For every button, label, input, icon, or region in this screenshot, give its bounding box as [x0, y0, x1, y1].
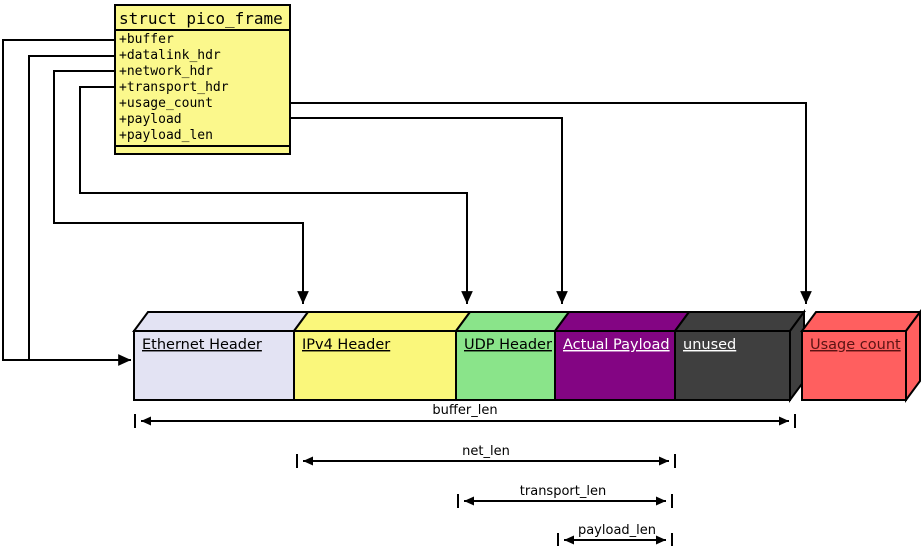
segment-unused-front: [674, 330, 791, 401]
struct-box: struct pico_frame +buffer +datalink_hdr …: [114, 4, 291, 155]
struct-field-payload: +payload: [119, 112, 182, 127]
struct-field-transport-hdr: +transport_hdr: [119, 80, 229, 95]
struct-field-datalink-hdr: +datalink_hdr: [119, 48, 221, 63]
segment-actual-payload-label: Actual Payload: [563, 337, 670, 353]
connector-network-hdr: [53, 70, 309, 304]
connector-datalink-hdr: [28, 55, 115, 359]
connectors: [2, 39, 812, 366]
connector-buffer: [2, 39, 131, 366]
segment-actual-payload-top: [553, 311, 691, 332]
struct-field-usage-count: +usage_count: [119, 96, 213, 111]
dimension-arrows: buffer_len net_len transport_len payload…: [134, 403, 796, 546]
segment-usage-count-top: [800, 311, 921, 332]
segment-usage-count-label: Usage count: [810, 337, 901, 353]
segment-ipv4-header-top: [292, 311, 472, 332]
dimension-payload-len: payload_len: [557, 523, 673, 546]
segment-udp-header-label: UDP Header: [464, 337, 552, 353]
segment-ethernet-header-top: [132, 311, 310, 332]
segment-ethernet-header-front: [133, 330, 295, 401]
segment-udp-header-top: [454, 311, 571, 332]
dimension-transport-len: transport_len: [457, 484, 673, 508]
dimension-payload-len-label: payload_len: [578, 523, 656, 538]
segment-unused-top: [673, 311, 806, 332]
segment-unused-label: unused: [683, 337, 736, 353]
dimension-buffer-len: buffer_len: [134, 403, 796, 428]
struct-title: struct pico_frame: [119, 9, 283, 28]
struct-field-buffer: +buffer: [119, 32, 174, 47]
segment-ethernet-header-label: Ethernet Header: [142, 337, 262, 353]
dimension-net-len-label: net_len: [462, 444, 510, 459]
dimension-transport-len-label: transport_len: [520, 484, 606, 499]
struct-field-network-hdr: +network_hdr: [119, 64, 213, 79]
segment-ipv4-header: IPv4 Header: [292, 311, 472, 401]
segment-unused: unused: [673, 308, 806, 404]
segment-udp-header: UDP Header: [454, 311, 571, 401]
dimension-buffer-len-label: buffer_len: [432, 403, 497, 418]
segment-ipv4-header-label: IPv4 Header: [302, 337, 390, 353]
connector-transport-hdr: [79, 86, 473, 304]
struct-field-payload-len: +payload_len: [119, 128, 213, 143]
segment-usage-count-front: [801, 330, 907, 401]
connector-usage-count: [290, 102, 812, 304]
segment-usage-count: Usage count: [800, 308, 921, 404]
connector-payload: [290, 117, 568, 304]
dimension-net-len: net_len: [296, 444, 676, 468]
segment-actual-payload: Actual Payload: [553, 311, 691, 401]
segment-ethernet-header: Ethernet Header: [132, 311, 310, 401]
